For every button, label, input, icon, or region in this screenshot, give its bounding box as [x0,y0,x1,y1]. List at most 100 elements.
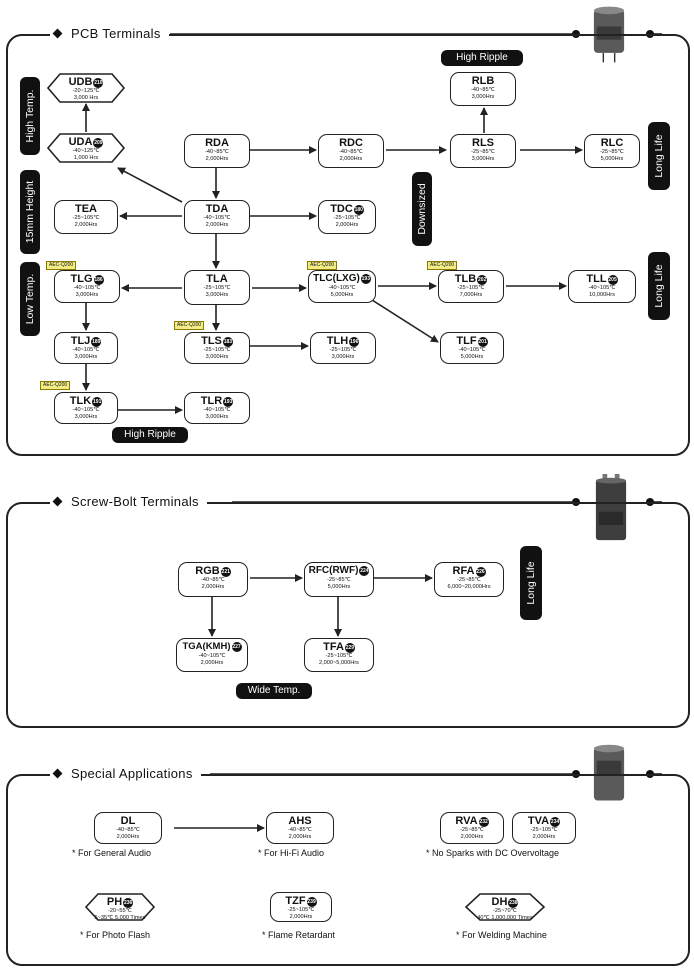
node-tea-temp: -25~105℃ [72,215,100,221]
note-ph: * For Photo Flash [80,930,151,940]
special-applications-panel [6,774,690,966]
node-tlb-page: 202 [477,275,488,285]
node-tlk-name: TLK [69,395,92,407]
node-tlr-name: TLR [200,395,223,407]
node-ph-page: 236 [123,898,134,908]
screw-bolt-panel [6,502,690,728]
node-tlb-name: TLB [454,273,477,285]
node-rfa-temp: -25~85℃ [457,577,481,583]
node-rva-page: 232 [478,817,489,827]
node-uda-life: 1,000 Hrs [73,154,99,161]
node-tls-page: 183 [222,337,233,347]
node-tlg-name: TLG [70,273,93,285]
node-tls-name: TLS [201,335,222,347]
node-tzf-page: 239 [306,897,317,907]
label-15mm-height: 15mm Height [20,170,40,254]
diamond-icon [52,768,63,779]
node-tdc-temp: -25~105℃ [333,215,361,221]
node-tlj-life: 3,000Hrs [74,353,98,360]
node-dh-life: 40℃ 1,000,000 Times [477,914,533,921]
aec-badge-tlb: AEC-Q200 [427,261,458,270]
diamond-icon [52,28,63,39]
node-rfc-life: 5,000Hrs [327,583,351,590]
arrow-tda-uda [117,167,183,203]
screw-title-text: Screw-Bolt Terminals [71,494,199,509]
node-rva-life: 2,000Hrs [460,833,484,840]
node-tva-page: 234 [550,817,561,827]
note-dh-text: For Welding Machine [462,930,547,940]
node-rfc-temp: -25~85℃ [327,577,351,583]
node-rlb-life: 3,000Hrs [471,93,495,100]
node-uda-name: UDA [68,136,93,148]
special-applications-title: Special Applications [50,766,201,781]
node-rls-name: RLS [472,137,494,149]
node-tga-life: 2,000Hrs [200,659,224,666]
note-tzf: * Flame Retardant [262,930,336,940]
node-tzf-name: TZF [285,895,306,907]
uda-hexagon [46,133,126,163]
node-tga-page: 227 [231,642,242,652]
node-ahs-life: 2,000Hrs [288,833,312,840]
node-tlf-temp: -40~105℃ [458,347,486,353]
node-tva-temp: -25~105℃ [530,827,558,833]
node-rda-life: 2,000Hrs [205,155,229,162]
node-dl-temp: -40~85℃ [116,827,140,833]
node-tlk-life: 3,000Hrs [74,413,98,420]
label-long-life-1-text: Long Life [653,134,665,178]
node-tzf-temp: -25~105℃ [287,907,315,913]
node-tlr-temp: -40~105℃ [203,407,231,413]
node-tlh-life: 3,000Hrs [331,353,355,360]
note-dl-text: For General Audio [78,848,152,858]
node-tfa-temp: -25~105℃ [325,653,353,659]
node-rdc-name: RDC [339,137,363,149]
node-uda-temp: -40~125℃ [72,148,100,154]
node-tzf-life: 2,000Hrs [289,913,313,920]
node-tlc-page: 193 [360,274,371,284]
note-dl: * For General Audio [72,848,152,858]
label-15mm-height-text: 15mm Height [24,180,36,244]
node-tlg-life: 3,000Hrs [75,291,99,298]
node-tlj-temp: -40~105℃ [72,347,100,353]
node-dh-page: 238 [508,898,519,908]
capacitor-image-pcb [593,6,625,63]
node-tla-life: 3,000Hrs [205,291,229,298]
node-tlh-name: TLH [326,335,349,347]
node-tfa-life: 2,000~5,000Hrs [319,659,359,666]
screw-bolt-title: Screw-Bolt Terminals [50,494,207,509]
node-rva-name: RVA [455,815,478,827]
node-tlg-temp: -40~105℃ [73,285,101,291]
